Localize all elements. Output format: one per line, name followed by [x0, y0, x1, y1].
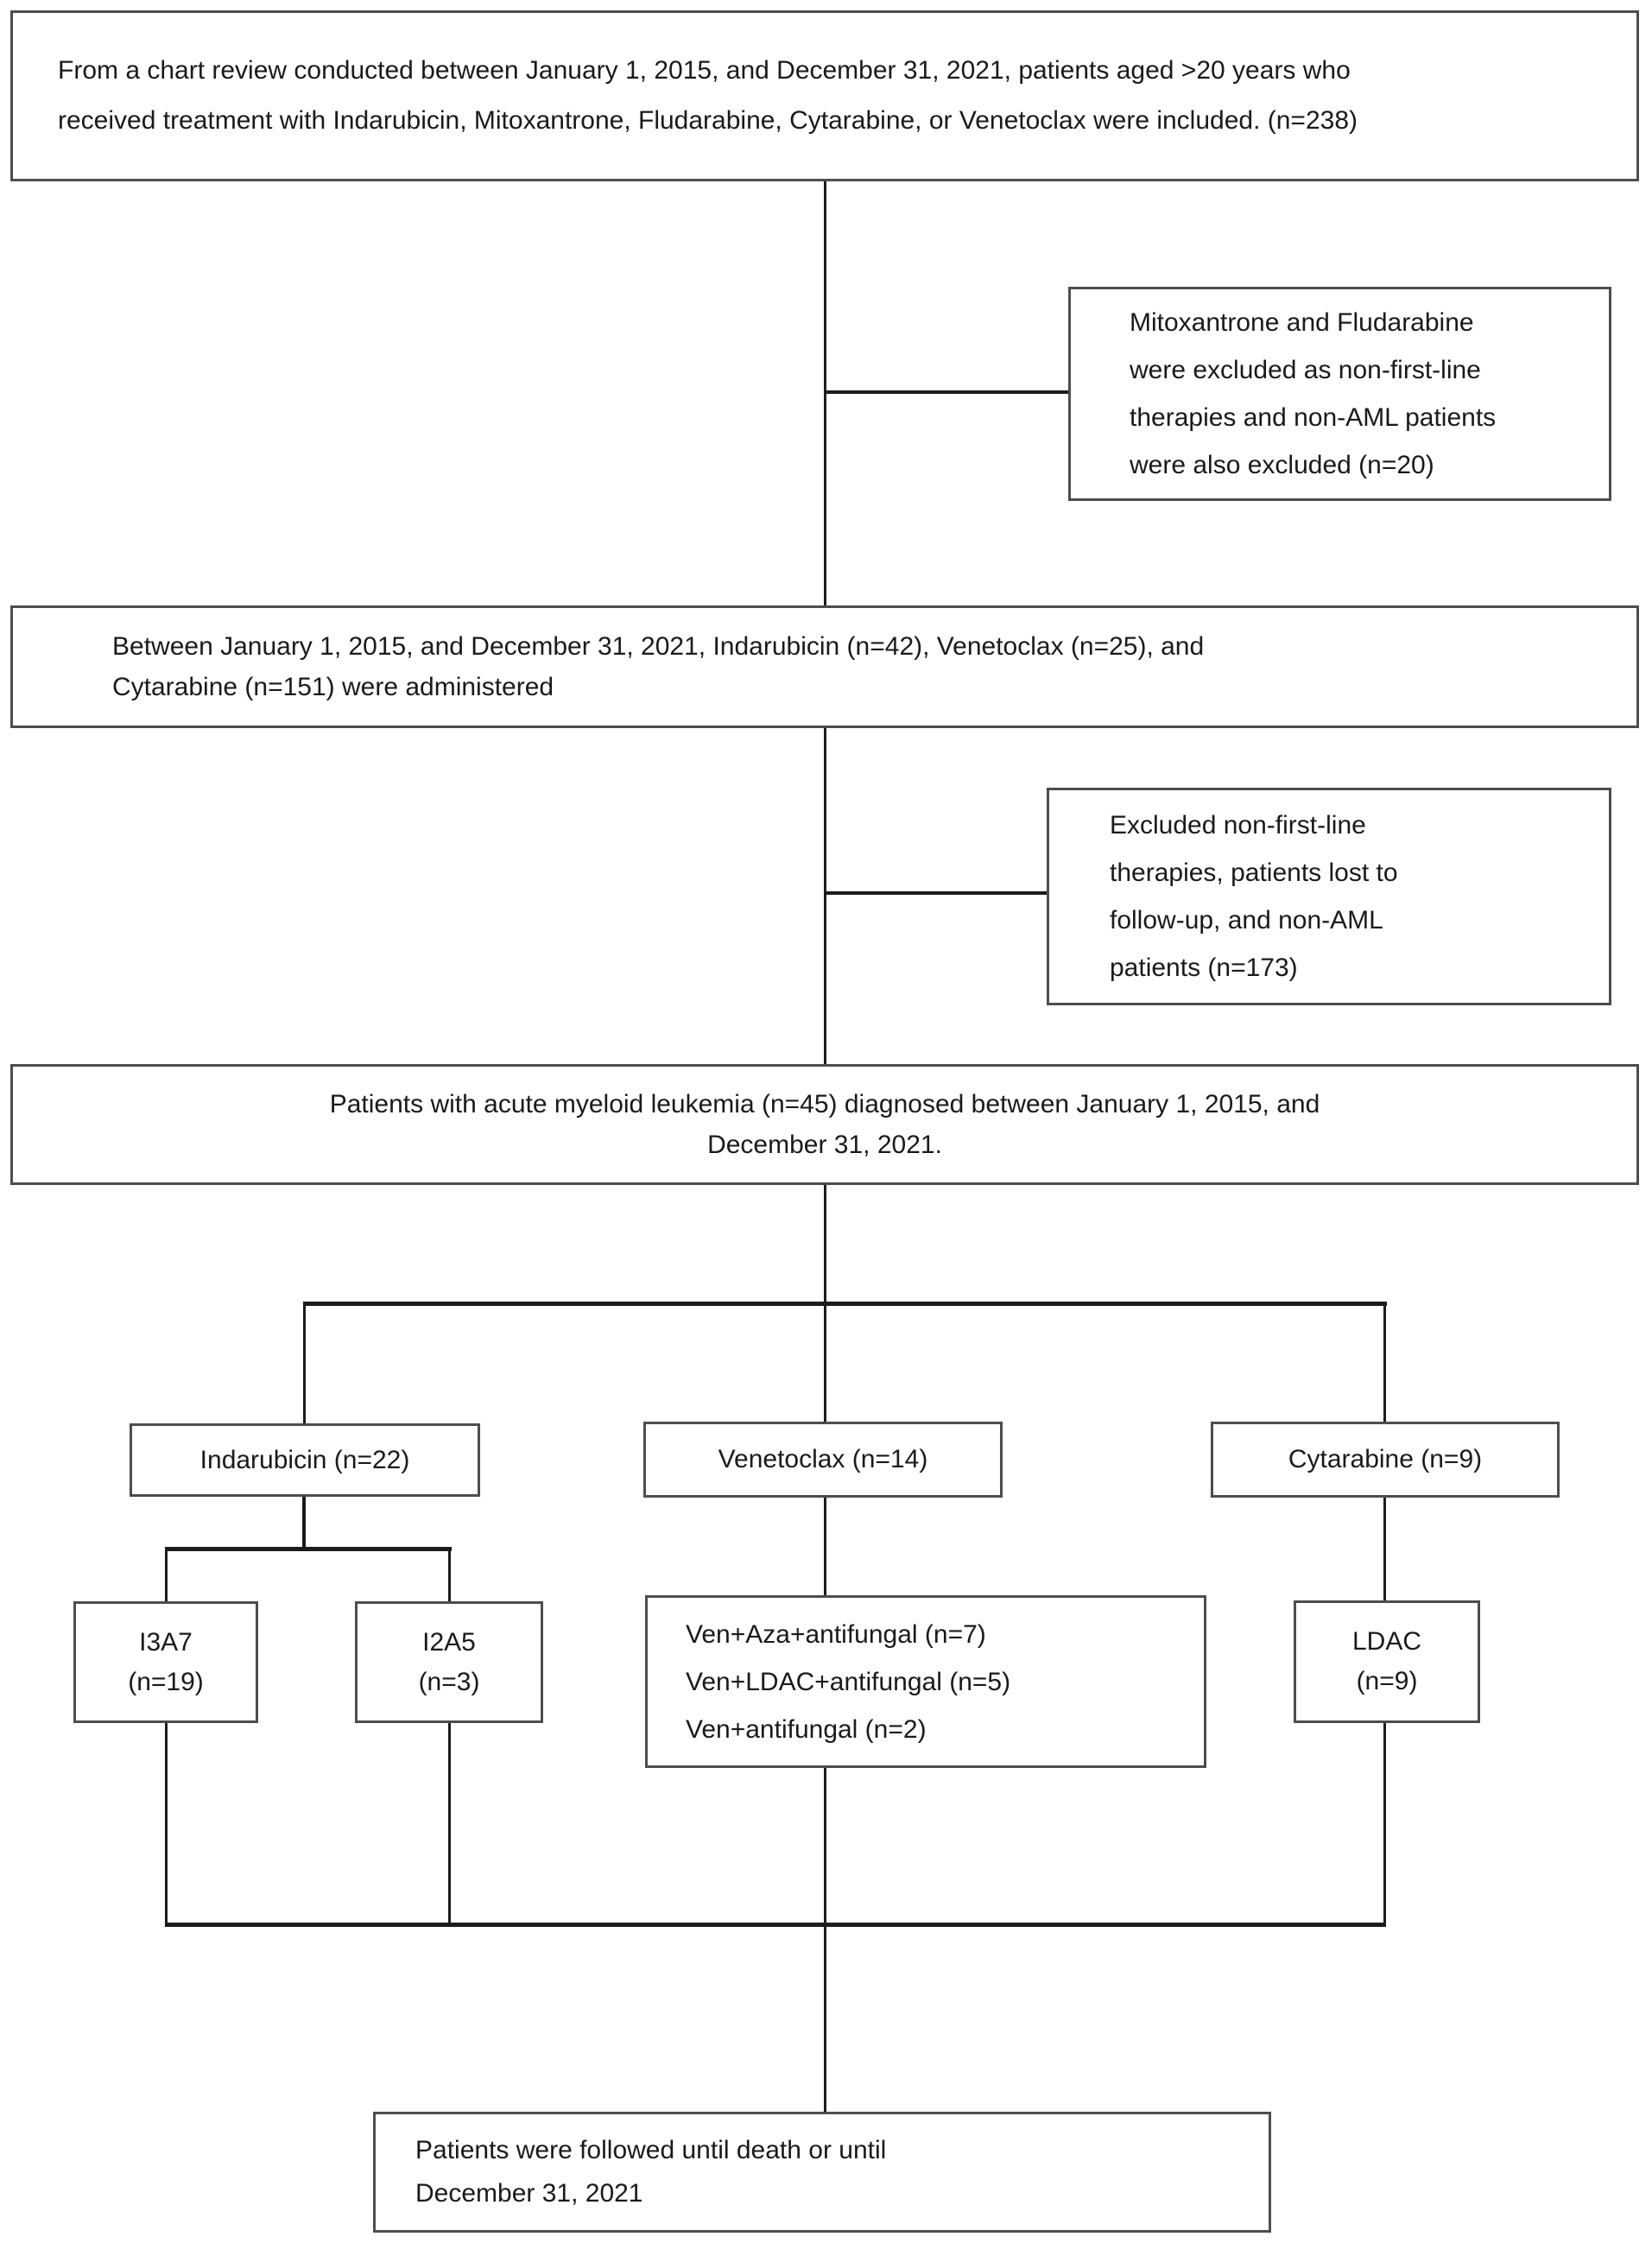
indarubicin-split-stem — [302, 1497, 306, 1550]
branch-drop-cytarabine — [1383, 1302, 1386, 1423]
box-indarubicin: Indarubicin (n=22) — [130, 1423, 480, 1497]
branch-drop-indarubicin — [303, 1302, 306, 1425]
box-followup: Patients were followed until death or un… — [373, 2112, 1271, 2233]
box-inclusion-text: From a chart review conducted between Ja… — [58, 56, 1358, 135]
box-ven-regimens-text: Ven+Aza+antifungal (n=7)Ven+LDAC+antifun… — [686, 1619, 1011, 1744]
branch-horizontal — [303, 1302, 1387, 1306]
branch-drop-venetoclax — [824, 1302, 826, 1423]
box-indarubicin-text: Indarubicin (n=22) — [199, 1445, 410, 1474]
box-i3a7: I3A7(n=19) — [73, 1601, 258, 1723]
box-inclusion: From a chart review conducted between Ja… — [10, 10, 1639, 181]
split-drop-i2a5 — [448, 1547, 451, 1603]
box-ven-regimens: Ven+Aza+antifungal (n=7)Ven+LDAC+antifun… — [645, 1595, 1206, 1768]
box-venetoclax-text: Venetoclax (n=14) — [718, 1445, 928, 1473]
box-i2a5-text: I2A5(n=3) — [418, 1627, 480, 1696]
box-followup-text: Patients were followed until death or un… — [415, 2136, 887, 2208]
connector-aml-to-branch — [824, 1183, 826, 1305]
merge-rise-ven — [824, 1768, 826, 1926]
merge-rise-ldac — [1383, 1722, 1386, 1926]
indarubicin-split-horizontal — [165, 1547, 452, 1551]
merge-horizontal — [165, 1923, 1386, 1927]
connector-cytarabine-to-ldac — [1383, 1497, 1386, 1602]
connector-inclusion-to-administered — [824, 181, 826, 608]
box-ldac-text: LDAC(n=9) — [1351, 1627, 1422, 1695]
split-drop-i3a7 — [165, 1547, 168, 1603]
connector-venetoclax-to-regimens — [824, 1497, 826, 1596]
connector-administered-to-aml — [824, 727, 826, 1066]
box-i2a5: I2A5(n=3) — [355, 1601, 543, 1723]
box-cytarabine-text: Cytarabine (n=9) — [1288, 1445, 1483, 1473]
connector-stub-exclusion2 — [824, 891, 1048, 895]
merge-rise-i2a5 — [448, 1722, 451, 1926]
connector-merge-to-followup — [824, 1925, 826, 2113]
box-cytarabine: Cytarabine (n=9) — [1211, 1422, 1560, 1498]
box-administered: Between January 1, 2015, and December 31… — [10, 605, 1639, 728]
box-venetoclax: Venetoclax (n=14) — [643, 1422, 1003, 1498]
merge-rise-i3a7 — [165, 1722, 168, 1926]
box-i3a7-text: I3A7(n=19) — [128, 1627, 204, 1696]
box-administered-text: Between January 1, 2015, and December 31… — [112, 632, 1205, 701]
box-aml-text: Patients with acute myeloid leukemia (n=… — [329, 1090, 1320, 1159]
box-ldac: LDAC(n=9) — [1294, 1600, 1480, 1723]
connector-stub-exclusion1 — [824, 390, 1070, 394]
box-aml: Patients with acute myeloid leukemia (n=… — [10, 1064, 1639, 1185]
